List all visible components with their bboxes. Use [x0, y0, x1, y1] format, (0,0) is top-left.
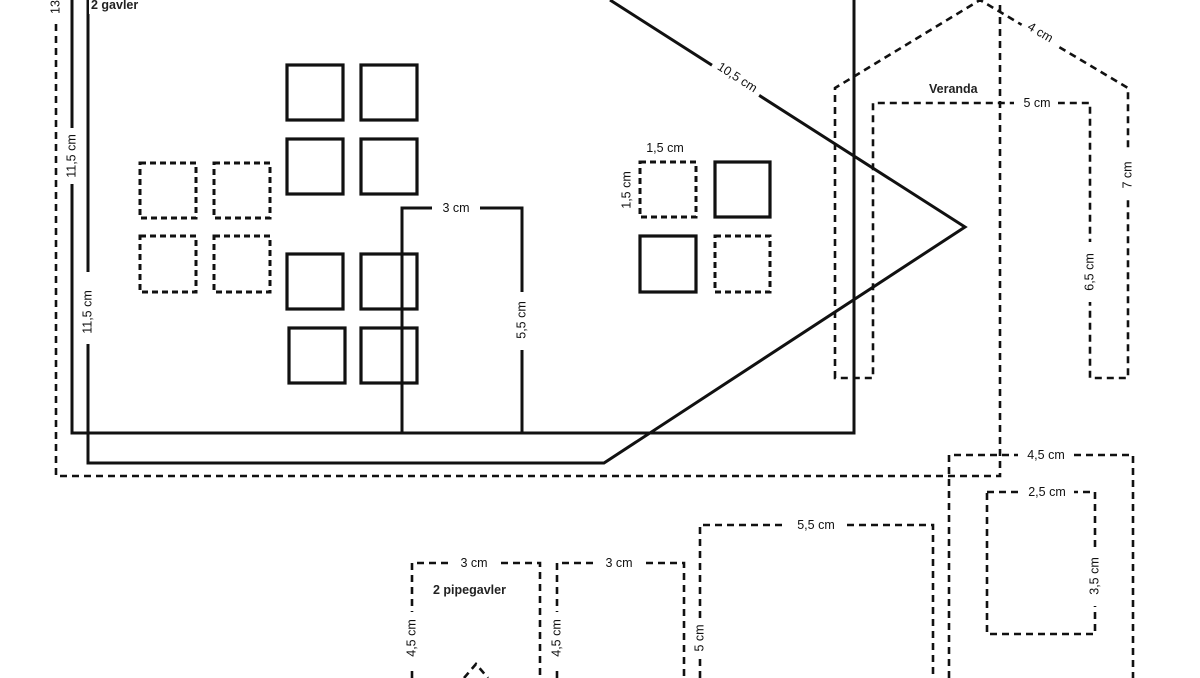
- dim-pipe2-height: 4,5 cm: [549, 619, 563, 657]
- window: [638, 234, 698, 294]
- dim-box-5-height: 5 cm: [692, 624, 706, 651]
- window-dashed: [212, 234, 272, 294]
- dim-box-25-width: 2,5 cm: [1028, 485, 1066, 499]
- dim-box-45-width: 4,5 cm: [1027, 448, 1065, 462]
- window: [287, 326, 347, 385]
- window: [713, 160, 772, 219]
- dim-left-lower: 11,5 cm: [80, 290, 94, 334]
- chimney-small-piece: [985, 490, 1097, 636]
- window: [359, 252, 419, 311]
- gable-piece-outline: [86, 0, 968, 465]
- dim-door-height: 5,5 cm: [514, 301, 528, 339]
- window-dashed: [638, 160, 698, 219]
- dim-pipe1-height: 4,5 cm: [404, 619, 418, 657]
- dim-window-width: 1,5 cm: [646, 141, 684, 155]
- dim-veranda-width: 5 cm: [1023, 96, 1050, 110]
- window-dashed: [212, 161, 272, 220]
- window: [285, 137, 345, 196]
- window-dashed: [138, 234, 198, 294]
- dim-box-55-width: 5,5 cm: [797, 518, 835, 532]
- gable-outer-dashed-outline: [54, 0, 1002, 478]
- pipe-gable-peak: [463, 662, 489, 678]
- window: [359, 63, 419, 122]
- veranda-outer-outline: [833, 0, 1130, 380]
- window: [359, 326, 419, 385]
- label-veranda: Veranda: [929, 82, 979, 96]
- roof-plate-outline: [698, 523, 935, 678]
- window-dashed: [138, 161, 198, 220]
- label-2-gavler: 2 gavler: [91, 0, 138, 12]
- dim-left-upper: 11,5 cm: [64, 134, 78, 178]
- dim-window-height: 1,5 cm: [619, 171, 633, 209]
- pipe-gable-2-outline: [555, 561, 686, 678]
- dim-veranda-inner: 6,5 cm: [1082, 253, 1096, 291]
- dim-pipe2-width: 3 cm: [605, 556, 632, 570]
- window: [285, 63, 345, 122]
- label-2-pipegavler: 2 pipegavler: [433, 583, 506, 597]
- dim-door-width: 3 cm: [442, 201, 469, 215]
- dim-box-35-height: 3,5 cm: [1087, 557, 1101, 595]
- window: [285, 252, 345, 311]
- window: [359, 137, 419, 196]
- pipe-gable-1-outline: [410, 561, 542, 678]
- door-outline: [400, 206, 524, 433]
- dim-13: 13: [48, 0, 62, 14]
- dim-pipe1-width: 3 cm: [460, 556, 487, 570]
- window-dashed: [713, 234, 772, 294]
- wall-piece-outline: [70, 0, 856, 435]
- dim-veranda-right: 7 cm: [1120, 161, 1134, 188]
